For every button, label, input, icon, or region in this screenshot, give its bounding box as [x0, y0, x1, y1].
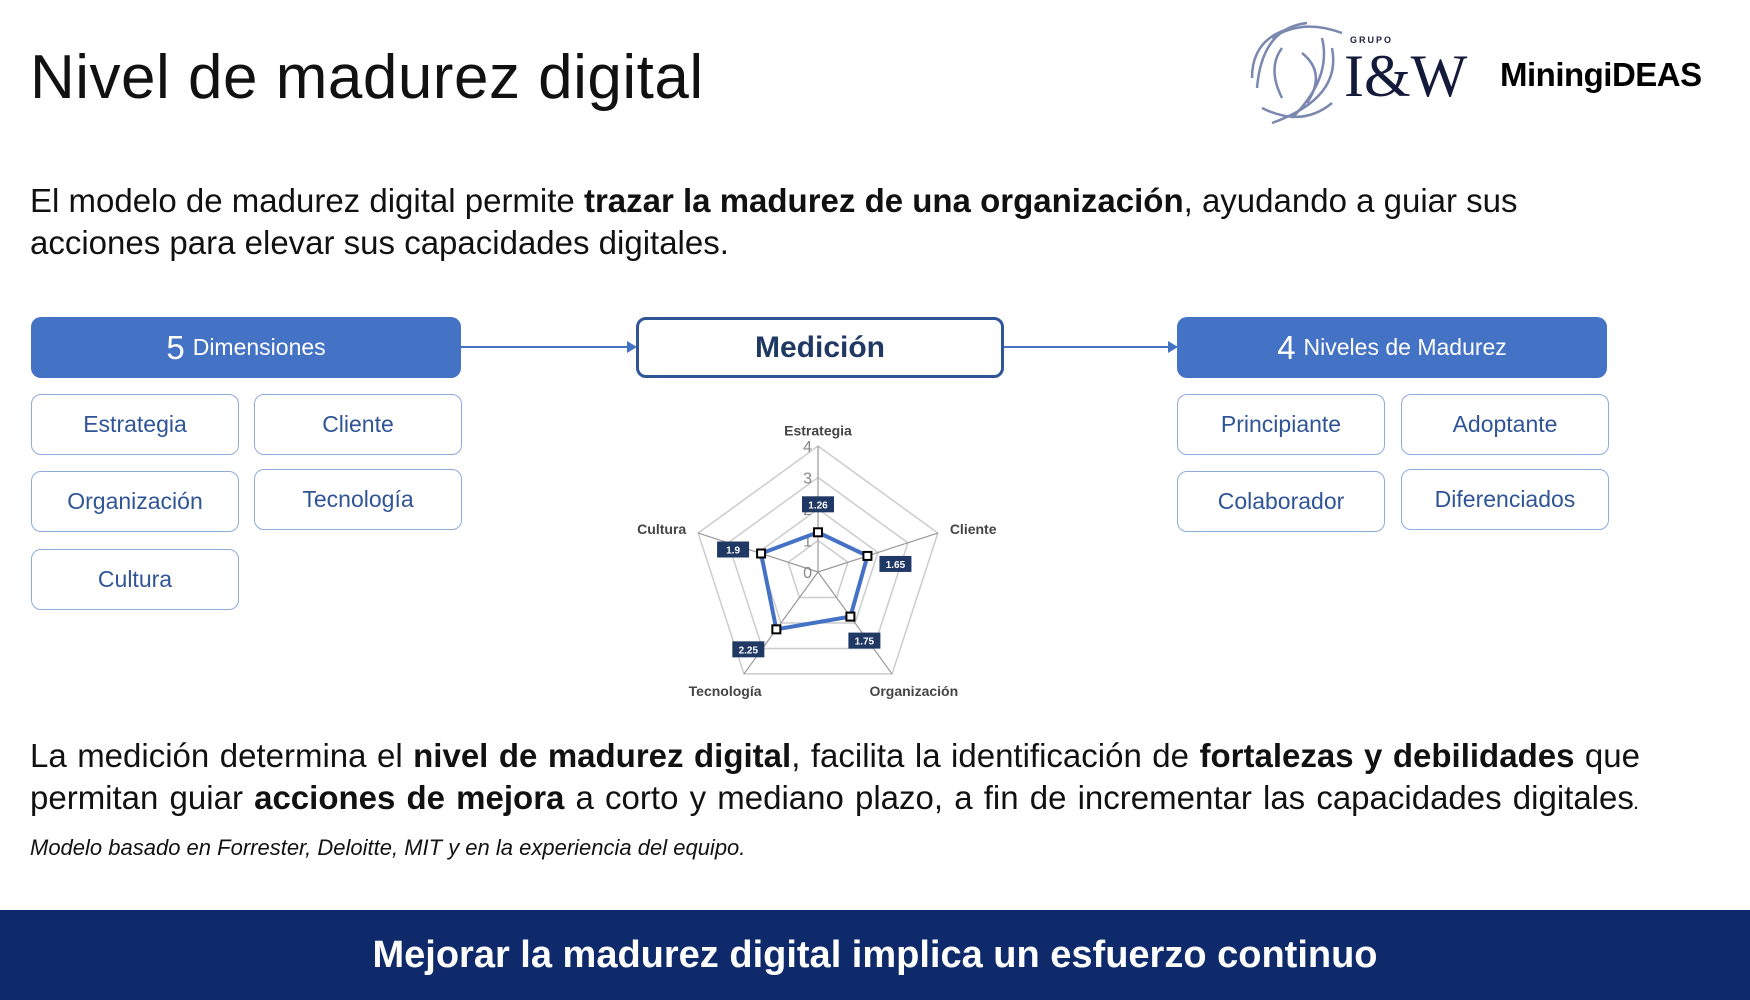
axis-line — [817, 571, 893, 675]
svg-text:I&W: I&W — [1344, 43, 1468, 109]
data-label-bg — [717, 541, 750, 558]
data-point — [845, 611, 856, 622]
data-point — [756, 548, 767, 559]
dimensions-count: 5 — [166, 328, 185, 366]
series-line — [758, 530, 870, 632]
page-title: Nivel de madurez digital — [30, 43, 704, 112]
level-diferenciados: Diferenciados — [1401, 469, 1609, 530]
axis-label: Organización — [869, 683, 958, 699]
level-principiante: Principiante — [1177, 394, 1385, 455]
conclusion-bold: nivel de madurez digital — [413, 737, 792, 774]
data-point — [813, 527, 823, 538]
measurement-header: Medición — [636, 317, 1004, 378]
conclusion-bold: acciones de mejora — [254, 779, 565, 816]
data-label-bg — [848, 632, 881, 649]
conclusion-text: , facilita la identificación de — [791, 737, 1200, 774]
dimension-organizacion: Organización — [31, 471, 239, 532]
source-note: . Modelo basado en Forrester, Deloitte, … — [30, 789, 1640, 860]
data-label: 2.25 — [739, 645, 759, 656]
conclusion-text: que permitan guiar — [30, 737, 1640, 816]
data-label: 1.75 — [855, 637, 875, 648]
levels-count: 4 — [1277, 328, 1296, 366]
intro-bold: trazar la madurez de una organización — [583, 182, 1184, 219]
dimensions-label: Dimensiones — [192, 334, 326, 360]
data-label: 1.9 — [726, 546, 740, 557]
axis-label: Cliente — [950, 521, 997, 537]
grid-ring — [697, 445, 939, 675]
dimension-cliente: Cliente — [254, 394, 462, 455]
levels-label: Niveles de Madurez — [1303, 334, 1507, 360]
axis-label: Estrategia — [784, 422, 852, 438]
tick-label: 4 — [803, 439, 812, 456]
miningideas-logo: MiningiDEAS — [1500, 56, 1702, 93]
level-adoptante: Adoptante — [1401, 394, 1609, 455]
axis-label: Cultura — [637, 521, 686, 537]
data-label-bg — [802, 496, 834, 513]
data-label: 1.65 — [886, 560, 906, 571]
conclusion-text: a corto y mediano plazo, a fin de increm… — [564, 779, 1634, 816]
conclusion-bold: fortalezas y debilidades — [1199, 737, 1575, 774]
tick-label: 0 — [803, 565, 812, 582]
dimension-tecnologia: Tecnología — [254, 469, 462, 530]
dimensions-header: 5 Dimensiones — [31, 317, 461, 378]
arrow-connector — [1004, 341, 1178, 353]
dimension-estrategia: Estrategia — [31, 394, 239, 455]
conclusion-text: La medición determina el — [30, 737, 414, 774]
tick-label: 1 — [803, 534, 812, 551]
grid-ring — [787, 539, 849, 599]
intro-paragraph: El modelo de madurez digital permite tra… — [30, 180, 1640, 264]
grid-ring — [727, 476, 909, 650]
footer-banner: Mejorar la madurez digital implica un es… — [0, 910, 1750, 1000]
data-point — [771, 624, 782, 635]
intro-text: El modelo de madurez digital permite — [30, 182, 584, 219]
intro-text-end: , ayudando a guiar sus acciones para ele… — [30, 182, 1518, 261]
grupo-iw-logo: GRUPO I&W — [1250, 21, 1468, 125]
data-label-bg — [879, 555, 912, 572]
tick-label: 3 — [803, 471, 812, 488]
svg-text:GRUPO: GRUPO — [1350, 35, 1393, 45]
arrow-connector — [461, 341, 637, 353]
data-label-bg — [732, 641, 765, 658]
axis-line — [817, 532, 939, 573]
conclusion-paragraph: La medición determina el nivel de madure… — [30, 735, 1640, 869]
axis-label: Tecnología — [689, 683, 762, 699]
levels-header: 4 Niveles de Madurez — [1177, 317, 1607, 378]
level-colaborador: Colaborador — [1177, 471, 1385, 532]
dimension-cultura: Cultura — [31, 549, 239, 610]
data-point — [862, 550, 873, 561]
data-label: 1.26 — [808, 500, 828, 511]
